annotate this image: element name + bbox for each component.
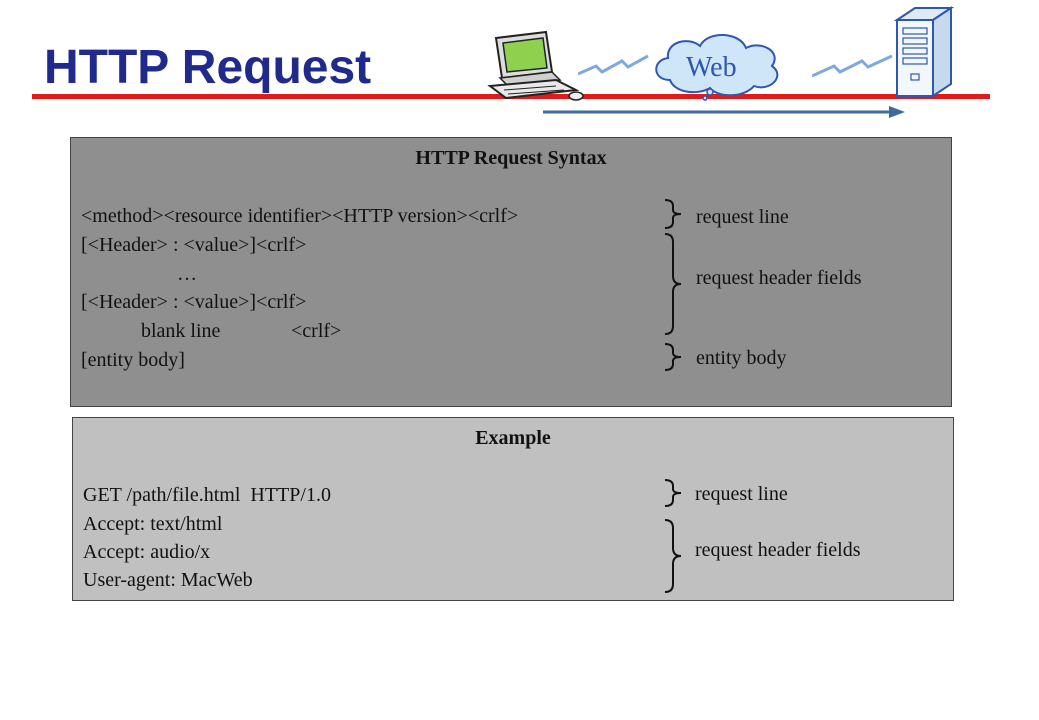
annotation-request-line: request line: [696, 206, 789, 228]
request-direction-arrow: [543, 106, 905, 118]
syntax-ellipsis: …: [177, 263, 197, 285]
example-header-line: Accept: text/html: [83, 513, 223, 535]
brace-icon: [664, 233, 682, 335]
annotation-header-fields: request header fields: [696, 267, 862, 289]
syntax-panel: HTTP Request Syntax <method><resource id…: [70, 137, 952, 407]
brace-icon: [664, 519, 682, 593]
network-link-icon: [812, 54, 893, 78]
example-header-line: Accept: audio/x: [83, 541, 211, 563]
syntax-header-line: [<Header> : <value>]<crlf>: [81, 234, 307, 256]
cloud-icon: [655, 33, 779, 101]
syntax-header-line: [<Header> : <value>]<crlf>: [81, 291, 307, 313]
network-link-icon: [578, 54, 649, 76]
slide-title: HTTP Request: [44, 41, 372, 94]
syntax-heading: HTTP Request Syntax: [415, 147, 607, 169]
annotation-entity-body: entity body: [696, 347, 787, 369]
syntax-blank-line-crlf: <crlf>: [291, 320, 342, 342]
example-panel: Example GET /path/file.html HTTP/1.0 Acc…: [72, 417, 954, 601]
syntax-request-line: <method><resource identifier><HTTP versi…: [81, 205, 519, 227]
annotation-header-fields: request header fields: [695, 539, 861, 561]
brace-icon: [664, 343, 682, 371]
example-request-line: GET /path/file.html HTTP/1.0: [83, 484, 331, 506]
example-heading: Example: [475, 427, 551, 449]
syntax-blank-line: blank line: [141, 320, 221, 342]
brace-icon: [664, 199, 682, 229]
example-header-line: User-agent: MacWeb: [83, 569, 253, 591]
cloud-label: Web: [686, 52, 737, 83]
server-icon: [893, 6, 955, 98]
annotation-request-line: request line: [695, 483, 788, 505]
computer-icon: [487, 30, 584, 101]
brace-icon: [664, 479, 682, 507]
syntax-entity-body: [entity body]: [81, 349, 185, 371]
